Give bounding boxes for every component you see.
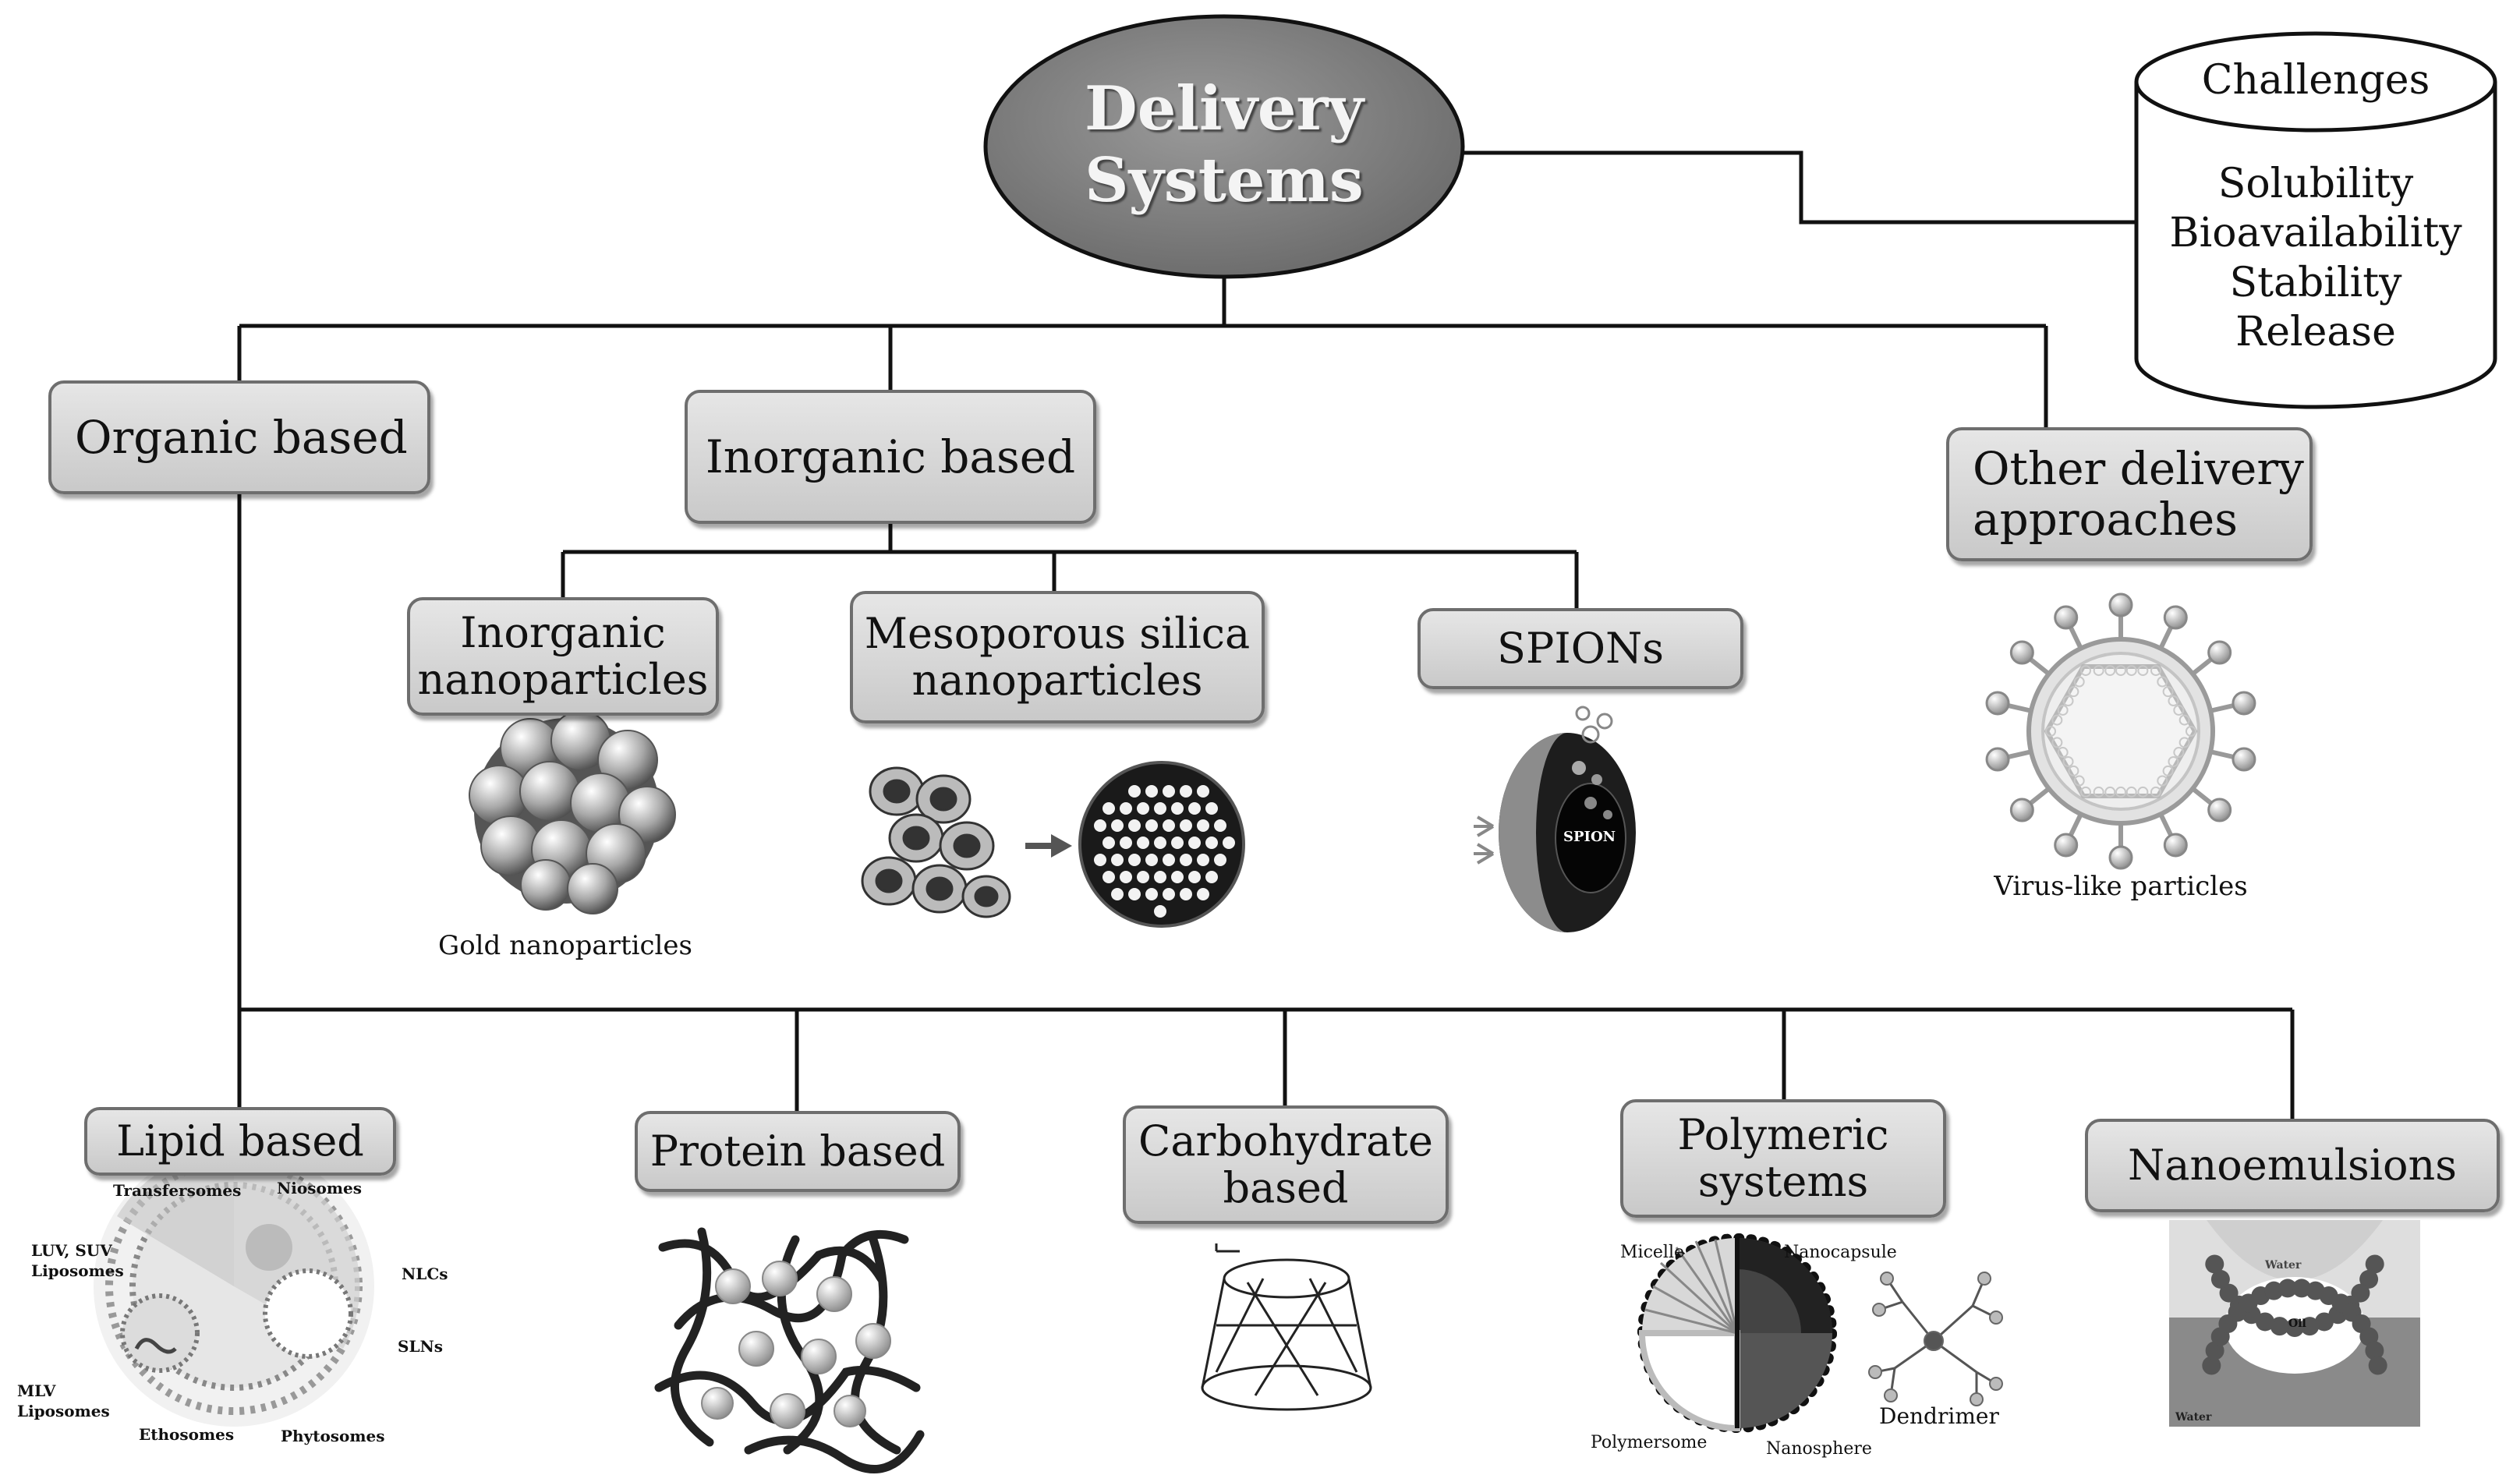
virus-like-particle-icon xyxy=(1985,592,2256,870)
lipid-label: Lipid based xyxy=(116,1116,364,1165)
challenge-solubility: Solubility xyxy=(2217,161,2414,207)
inorganic-label: Inorganic based xyxy=(705,430,1076,483)
challenge-bioavailability: Bioavailability xyxy=(2169,210,2462,257)
other-line2: approaches xyxy=(1973,493,2238,546)
label-water-bottom: Water xyxy=(2175,1411,2212,1424)
other-delivery-node: Other delivery approaches xyxy=(1946,427,2313,561)
nanoemulsions-label: Nanoemulsions xyxy=(2128,1140,2457,1190)
label-polymersome: Polymersome xyxy=(1591,1433,1708,1452)
label-mlv: MLV xyxy=(17,1381,56,1400)
lipid-based-node: Lipid based xyxy=(84,1107,396,1176)
label-nanocapsule: Nanocapsule xyxy=(1784,1243,1897,1262)
challenge-release: Release xyxy=(2235,309,2396,356)
inorganic-np-line2: nanoparticles xyxy=(417,655,709,704)
nanoemulsion-icon xyxy=(2169,1220,2420,1427)
root-line1: Delivery xyxy=(1085,73,1364,144)
inorganic-based-node: Inorganic based xyxy=(685,390,1096,524)
inorganic-nanoparticles-node: Inorganic nanoparticles xyxy=(407,597,719,716)
protein-label: Protein based xyxy=(649,1126,946,1176)
nanoemulsions-node: Nanoemulsions xyxy=(2085,1119,2500,1212)
polymeric-line2: systems xyxy=(1697,1157,1869,1206)
label-liposomes-1: Liposomes xyxy=(31,1261,124,1280)
silica-particle-icon xyxy=(1078,761,1245,928)
mesoporous-line2: nanoparticles xyxy=(911,656,1203,705)
spion-icon xyxy=(1474,706,1636,932)
label-niosomes: Niosomes xyxy=(277,1179,362,1197)
carbohydrate-line1: Carbohydrate xyxy=(1138,1116,1433,1165)
lipid-vesicles-icon xyxy=(94,1146,374,1427)
challenge-stability: Stability xyxy=(2229,259,2402,306)
protein-particles xyxy=(701,1261,891,1429)
organic-based-node: Organic based xyxy=(48,380,430,494)
challenges-cylinder xyxy=(2134,31,2497,409)
protein-based-node: Protein based xyxy=(635,1111,961,1192)
label-nlcs: NLCs xyxy=(402,1265,448,1283)
gold-nanoparticles-caption: Gold nanoparticles xyxy=(438,930,692,961)
label-phytosomes: Phytosomes xyxy=(281,1427,385,1445)
virus-like-particles-caption: Virus-like particles xyxy=(1994,871,2248,902)
other-line1: Other delivery xyxy=(1973,442,2304,496)
delivery-systems-ellipse xyxy=(983,14,1465,279)
dendrimer-icon xyxy=(1868,1272,2003,1406)
organic-label: Organic based xyxy=(75,410,408,464)
label-water-top: Water xyxy=(2265,1259,2302,1272)
mesoporous-silica-node: Mesoporous silica nanoparticles xyxy=(850,591,1265,723)
label-dendrimer: Dendrimer xyxy=(1879,1403,1999,1429)
label-micelle: Micelle xyxy=(1620,1243,1684,1262)
label-ethosomes: Ethosomes xyxy=(139,1425,235,1444)
mesoporous-tubes-icon xyxy=(861,766,1011,918)
delivery-systems-node: Delivery Systems xyxy=(984,73,1464,217)
polymeric-line1: Polymeric xyxy=(1677,1109,1889,1159)
inorganic-np-line1: Inorganic xyxy=(460,607,666,657)
gold-nanoparticles-icon xyxy=(469,710,676,914)
label-liposomes-2: Liposomes xyxy=(17,1402,110,1420)
spions-node: SPIONs xyxy=(1418,608,1743,689)
polymeric-systems-icon xyxy=(1637,1233,1837,1433)
label-nanosphere: Nanosphere xyxy=(1766,1439,1872,1459)
mesoporous-line1: Mesoporous silica xyxy=(864,608,1251,658)
label-oil: Oil xyxy=(2288,1318,2306,1330)
label-slns: SLNs xyxy=(398,1337,444,1356)
arrow-icon xyxy=(1025,834,1072,858)
protein-network-icon xyxy=(654,1227,925,1473)
connector-lines xyxy=(237,150,2295,1119)
polymeric-systems-node: Polymeric systems xyxy=(1620,1099,1946,1218)
carbohydrate-based-node: Carbohydrate based xyxy=(1123,1105,1449,1224)
label-transfersomes: Transfersomes xyxy=(113,1181,242,1200)
cyclodextrin-icon xyxy=(1201,1243,1372,1411)
label-luv-suv: LUV, SUV xyxy=(31,1241,112,1260)
spions-label: SPIONs xyxy=(1497,623,1664,673)
challenges-title: Challenges xyxy=(2201,57,2430,104)
challenges-list: Solubility Bioavailability Stability Rel… xyxy=(2121,160,2511,358)
spion-inner-label: SPION xyxy=(1563,829,1616,845)
root-line2: Systems xyxy=(1085,145,1364,217)
carbohydrate-line2: based xyxy=(1223,1163,1349,1212)
